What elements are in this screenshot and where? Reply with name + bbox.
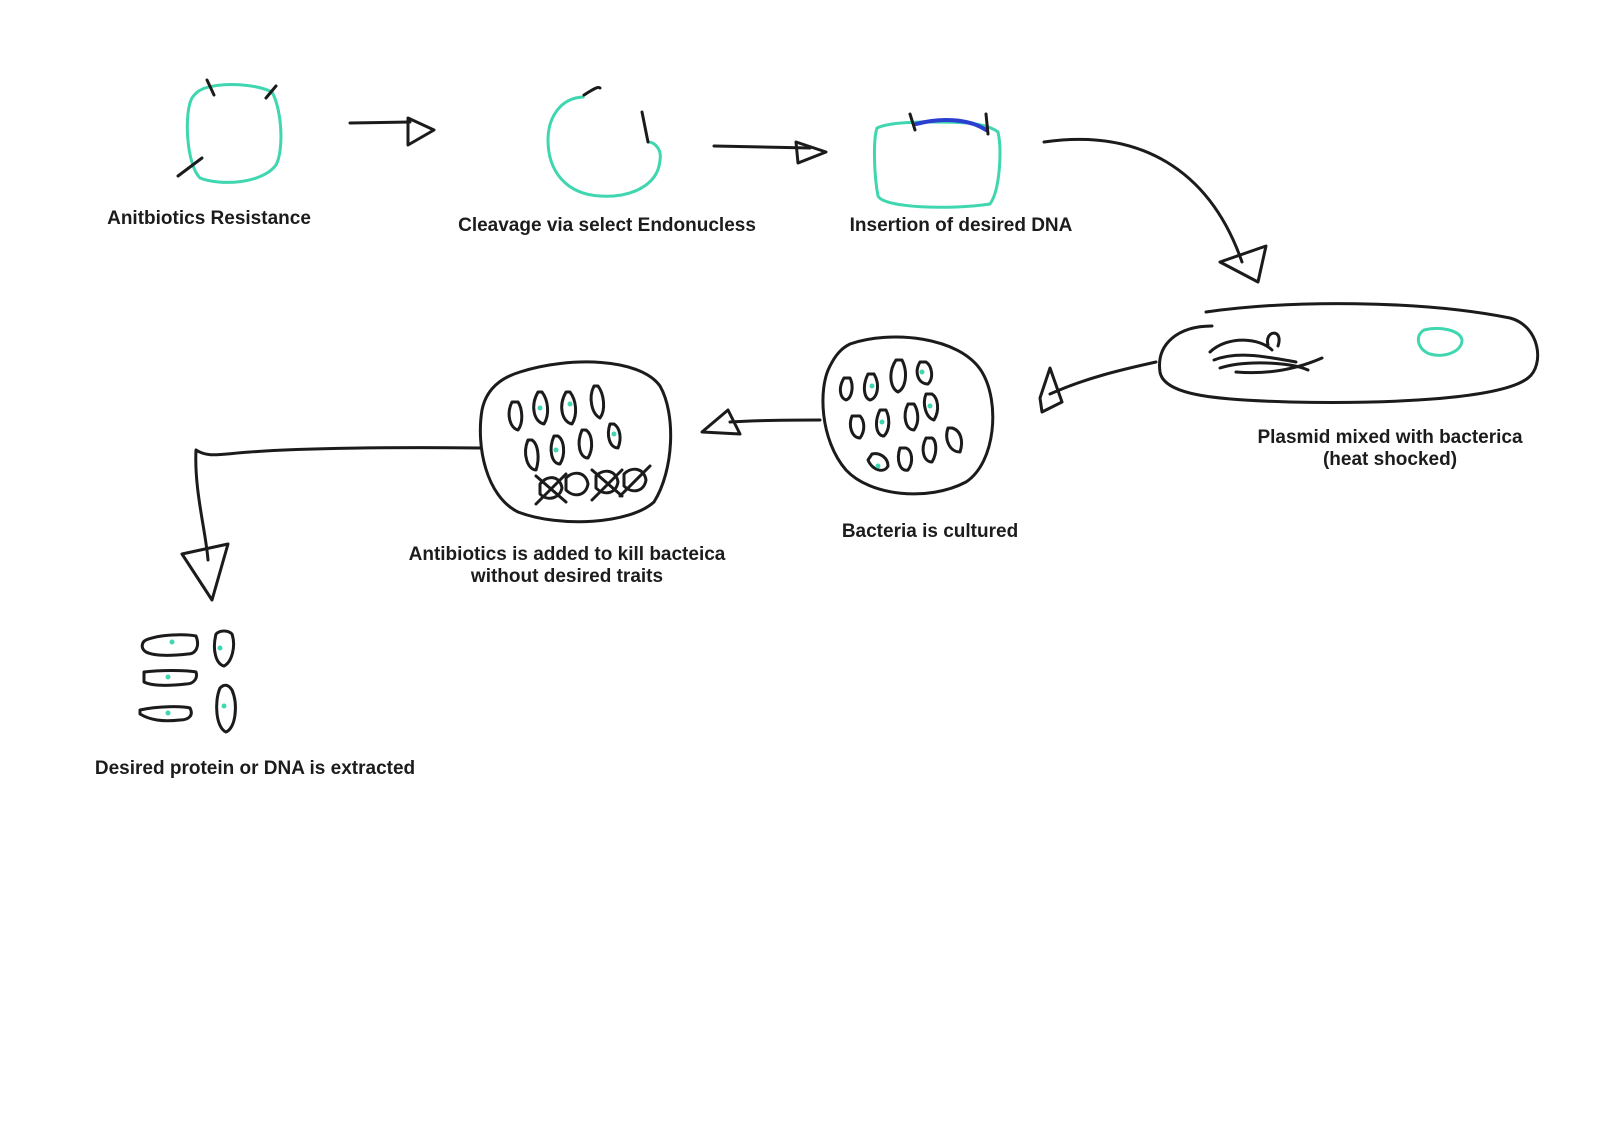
killed-bacteria	[534, 464, 652, 506]
bacterium-with-plasmid	[1158, 302, 1540, 404]
label-antibiotics-resistance: Anitbiotics Resistance	[107, 208, 311, 229]
label-antibiotics-added: Antibiotics is added to kill bacteica wi…	[408, 544, 726, 587]
arrow-6	[180, 446, 482, 602]
label-insertion: Insertion of desired DNA	[849, 215, 1073, 236]
cleaved-plasmid	[546, 86, 662, 198]
arrow-3	[1042, 137, 1268, 284]
arrow-5	[700, 408, 822, 436]
extracted-bacteria	[138, 629, 237, 734]
label-plasmid-mixed: Plasmid mixed with bacterica (heat shock…	[1257, 427, 1523, 470]
arrow-2	[712, 140, 828, 165]
recombinant-plasmid	[872, 112, 1002, 209]
selection-dish	[478, 360, 673, 524]
culture-dish	[821, 335, 995, 496]
arrow-1	[348, 116, 436, 147]
label-cultured: Bacteria is cultured	[841, 521, 1019, 542]
label-extracted: Desired protein or DNA is extracted	[94, 758, 416, 779]
intact-plasmid	[176, 78, 283, 184]
arrow-4	[1038, 360, 1158, 414]
cultured-bacteria	[838, 358, 964, 472]
label-cleavage: Cleavage via select Endonucless	[458, 215, 756, 236]
surviving-bacteria	[507, 384, 622, 472]
